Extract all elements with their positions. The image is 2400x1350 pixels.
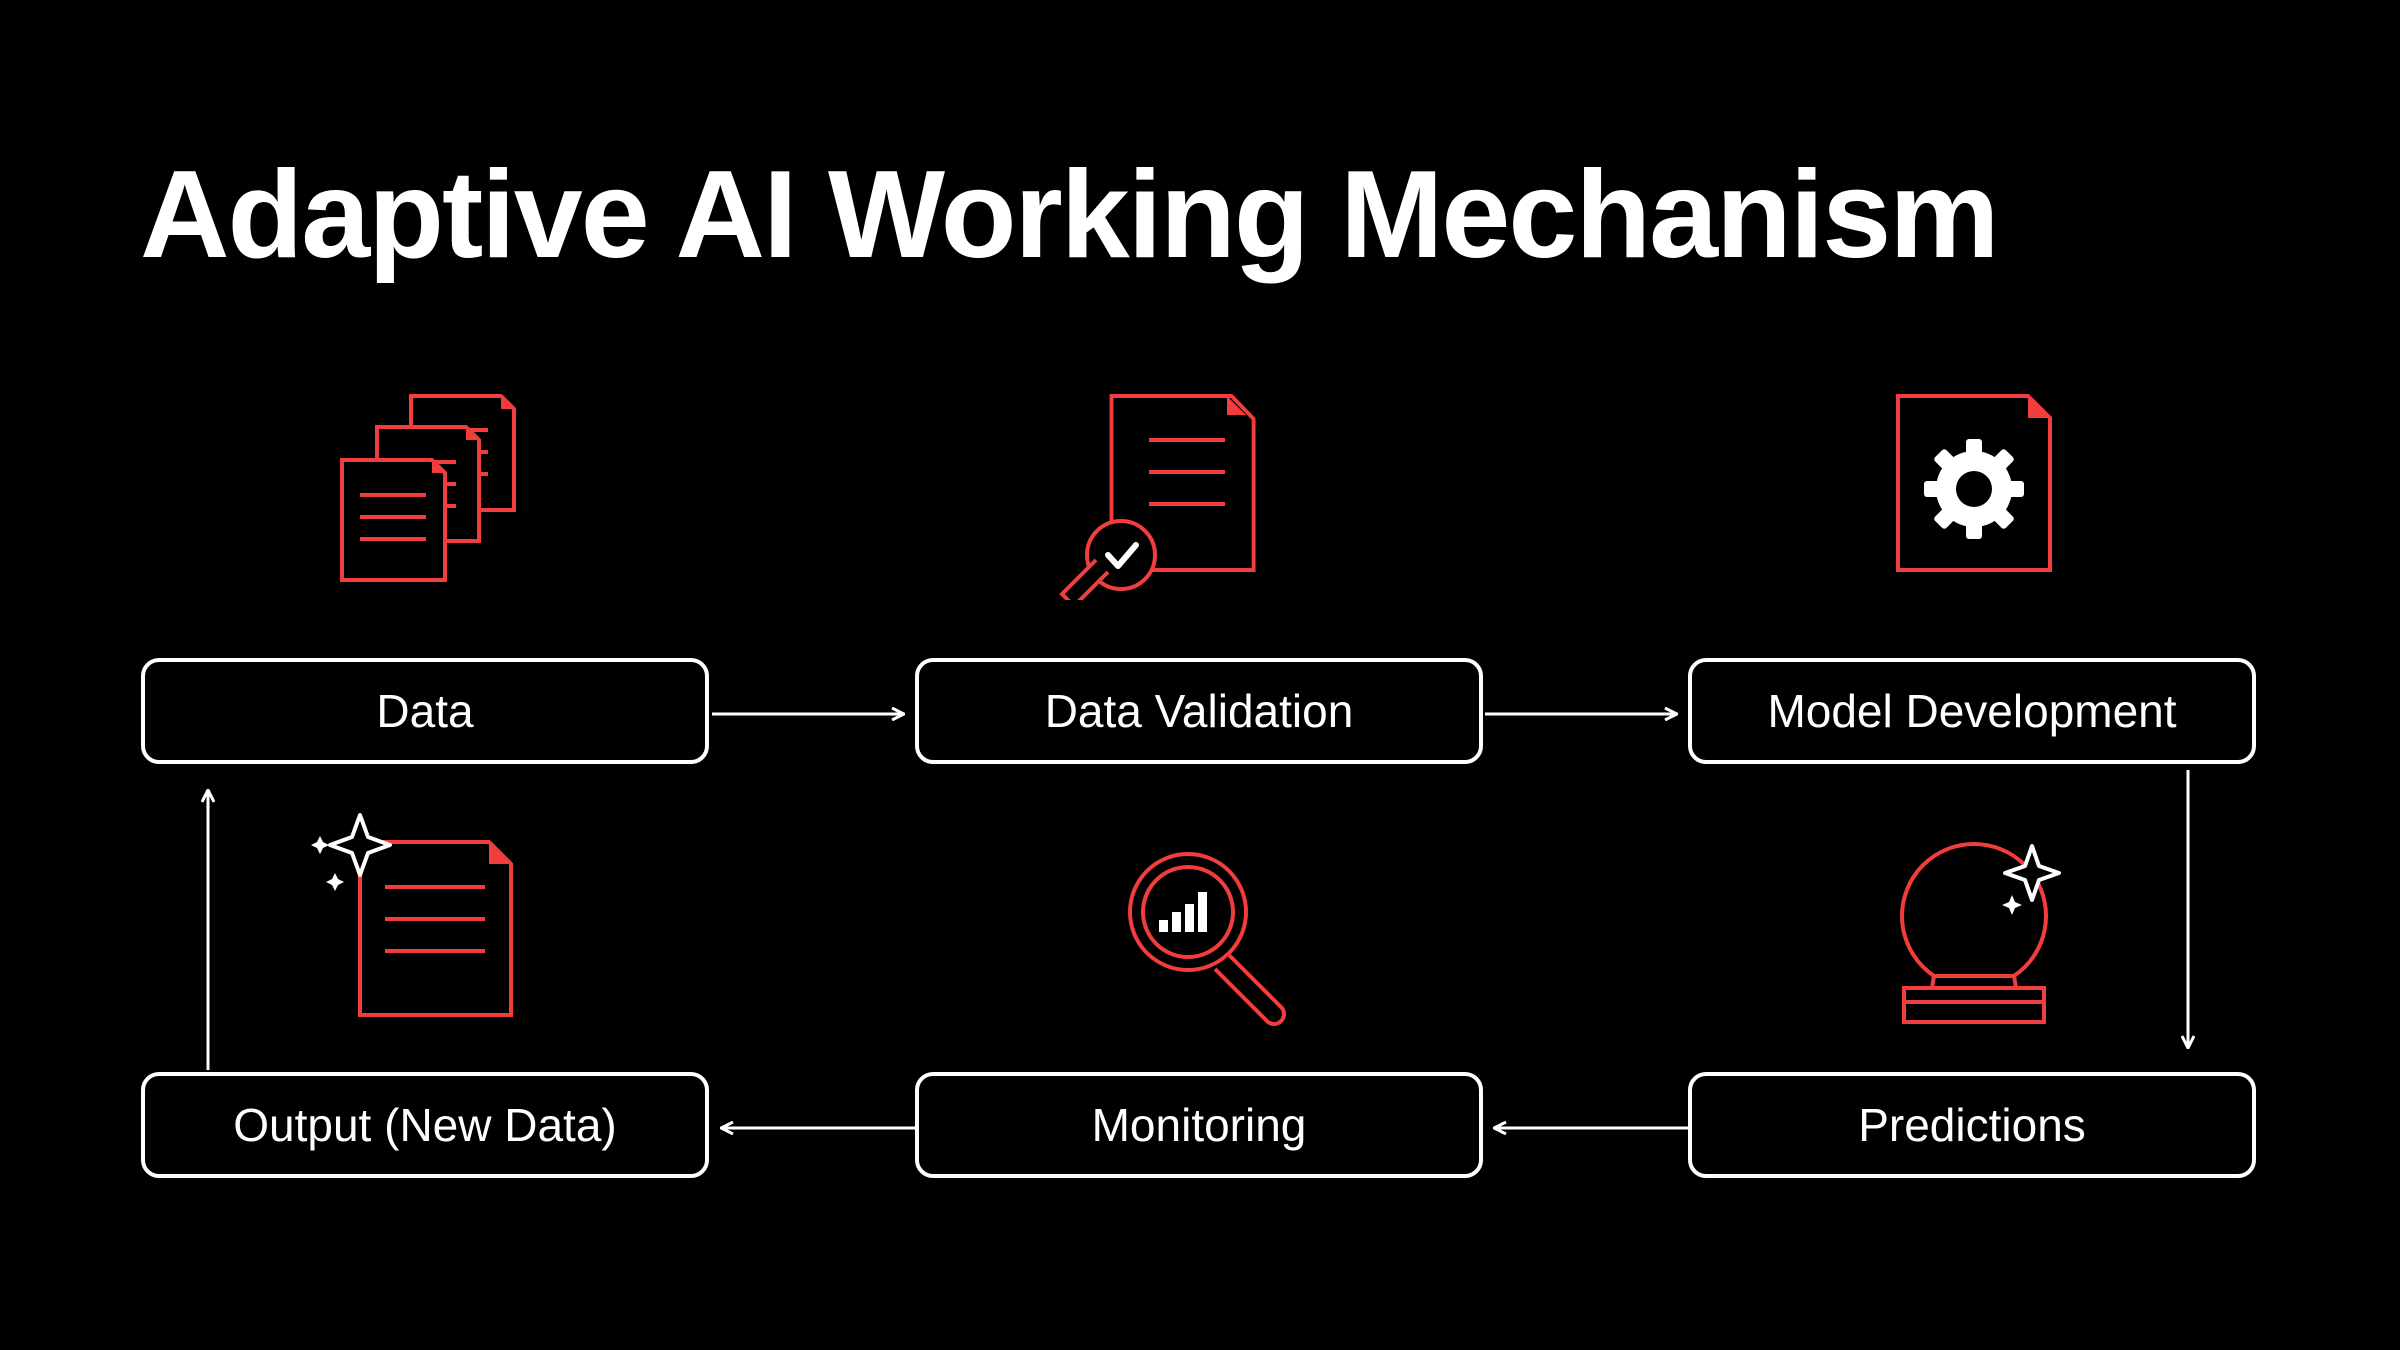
document-check-magnifier-icon [1038, 380, 1258, 600]
magnifier-bar-chart-icon [1096, 820, 1316, 1040]
document-stack-icon [318, 380, 538, 600]
node-predictions: Predictions [1688, 1072, 2256, 1178]
node-data: Data [141, 658, 709, 764]
page-title: Adaptive AI Working Mechanism [140, 146, 1999, 284]
document-sparkle-icon [305, 810, 525, 1030]
node-output-new-data: Output (New Data) [141, 1072, 709, 1178]
node-data-validation: Data Validation [915, 658, 1483, 764]
document-gear-icon [1864, 380, 2084, 600]
crystal-ball-icon [1864, 820, 2084, 1040]
node-model-development: Model Development [1688, 658, 2256, 764]
node-monitoring: Monitoring [915, 1072, 1483, 1178]
